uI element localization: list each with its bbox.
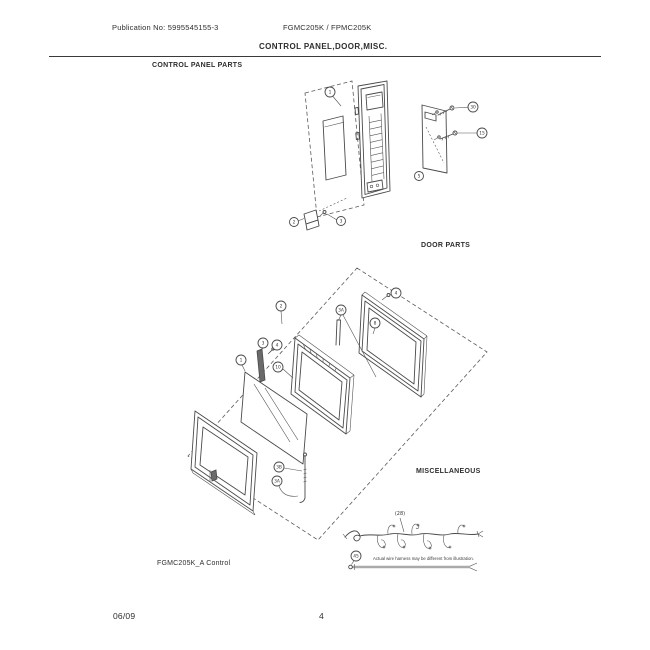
svg-text:1: 1: [240, 358, 243, 364]
callout-seal-strip: 3: [257, 337, 269, 349]
callout-screw-30: 30: [467, 101, 479, 113]
footer-page-number: 4: [319, 611, 324, 621]
board-screw-bottom: [433, 130, 477, 141]
leader-line: [351, 560, 355, 565]
callout-seal-small: 3A: [335, 304, 347, 316]
door-seal-strip: [256, 348, 266, 383]
callout-rod-bottom: 3A: [271, 475, 283, 487]
leader-line: [268, 348, 275, 354]
section-label-control-panel: CONTROL PANEL PARTS: [152, 62, 243, 69]
callout-screw-15: 15: [476, 127, 488, 139]
leader-line: [241, 364, 246, 372]
callout-seal-screw: 4: [271, 339, 283, 351]
door-inner-frame: [290, 334, 355, 435]
leader-line: [282, 368, 294, 379]
callout-rod-top: 3B: [273, 461, 285, 473]
svg-text:3A: 3A: [274, 479, 280, 485]
svg-text:8: 8: [374, 321, 377, 327]
seal-strip-small: [335, 314, 342, 346]
control-panel-diagram: 1 30 15 5 2 3: [289, 80, 488, 231]
callout-inner-frame: 10: [272, 361, 284, 373]
section-label-misc: MISCELLANEOUS: [416, 468, 481, 475]
svg-text:1: 1: [329, 90, 332, 96]
svg-text:4: 4: [276, 343, 279, 349]
door-glass: [240, 371, 308, 465]
svg-text:2: 2: [293, 220, 296, 226]
leader-line: [283, 467, 303, 472]
section-label-door: DOOR PARTS: [421, 242, 471, 249]
leader-line: [399, 517, 405, 533]
svg-text:4: 4: [395, 291, 398, 297]
choke-frame-screw: [381, 293, 392, 301]
misc-rod: [348, 562, 478, 572]
door-choke-frame: [358, 291, 428, 398]
svg-text:15: 15: [479, 131, 485, 137]
door-diagram: 2 4 8 3A 3 4 1 10 3B 3A: [187, 267, 488, 541]
svg-text:45: 45: [353, 554, 359, 560]
control-board: [421, 104, 448, 174]
leader-line: [278, 485, 299, 497]
diagram-file-label: FGMC205K_A Control: [157, 560, 231, 567]
door-front-panel: [190, 410, 258, 516]
misc-diagram: (28) Actual wire harness may be differen…: [342, 511, 484, 572]
membrane-panel: [322, 115, 347, 181]
assembly-callout-leader: [332, 96, 342, 107]
callout-board: 5: [414, 171, 424, 181]
callout-bracket-left: 2: [289, 217, 299, 227]
callout-choke-screw: 4: [390, 287, 402, 299]
callout-misc-rod: 45: [350, 550, 362, 562]
control-panel-body: [354, 80, 391, 199]
svg-text:3A: 3A: [338, 308, 344, 314]
svg-text:3: 3: [262, 341, 265, 347]
svg-text:3: 3: [340, 219, 343, 225]
leader-line: [259, 347, 264, 352]
board-screw-top: [431, 105, 469, 116]
model-numbers: FGMC205K / FPMC205K: [283, 23, 372, 32]
mounting-bracket: [297, 197, 348, 231]
leader-line: [342, 314, 377, 378]
svg-text:5: 5: [418, 174, 421, 180]
callout-harness: (28): [395, 511, 405, 517]
callout-bracket-right: 3: [336, 216, 346, 226]
latch-rod: [299, 452, 307, 503]
callout-door-assembly: 2: [275, 300, 287, 312]
publication-number: Publication No: 5995545155-3: [112, 23, 219, 32]
leader-line: [280, 310, 283, 325]
callout-control-panel-1: 1: [324, 86, 336, 98]
svg-text:3B: 3B: [276, 465, 282, 471]
callout-glass: 1: [235, 354, 247, 366]
wire-harness: [342, 523, 484, 550]
footer-date: 06/09: [113, 611, 136, 621]
svg-text:10: 10: [275, 365, 281, 371]
svg-text:30: 30: [470, 105, 476, 111]
harness-note: Actual wire harness may be different fro…: [373, 556, 474, 561]
control-panel-boundary: [304, 80, 365, 218]
callout-choke-frame: 8: [369, 317, 381, 329]
page-title: CONTROL PANEL,DOOR,MISC.: [259, 42, 388, 51]
svg-text:2: 2: [280, 304, 283, 310]
leader-line: [372, 327, 376, 335]
header-divider: [49, 56, 601, 57]
